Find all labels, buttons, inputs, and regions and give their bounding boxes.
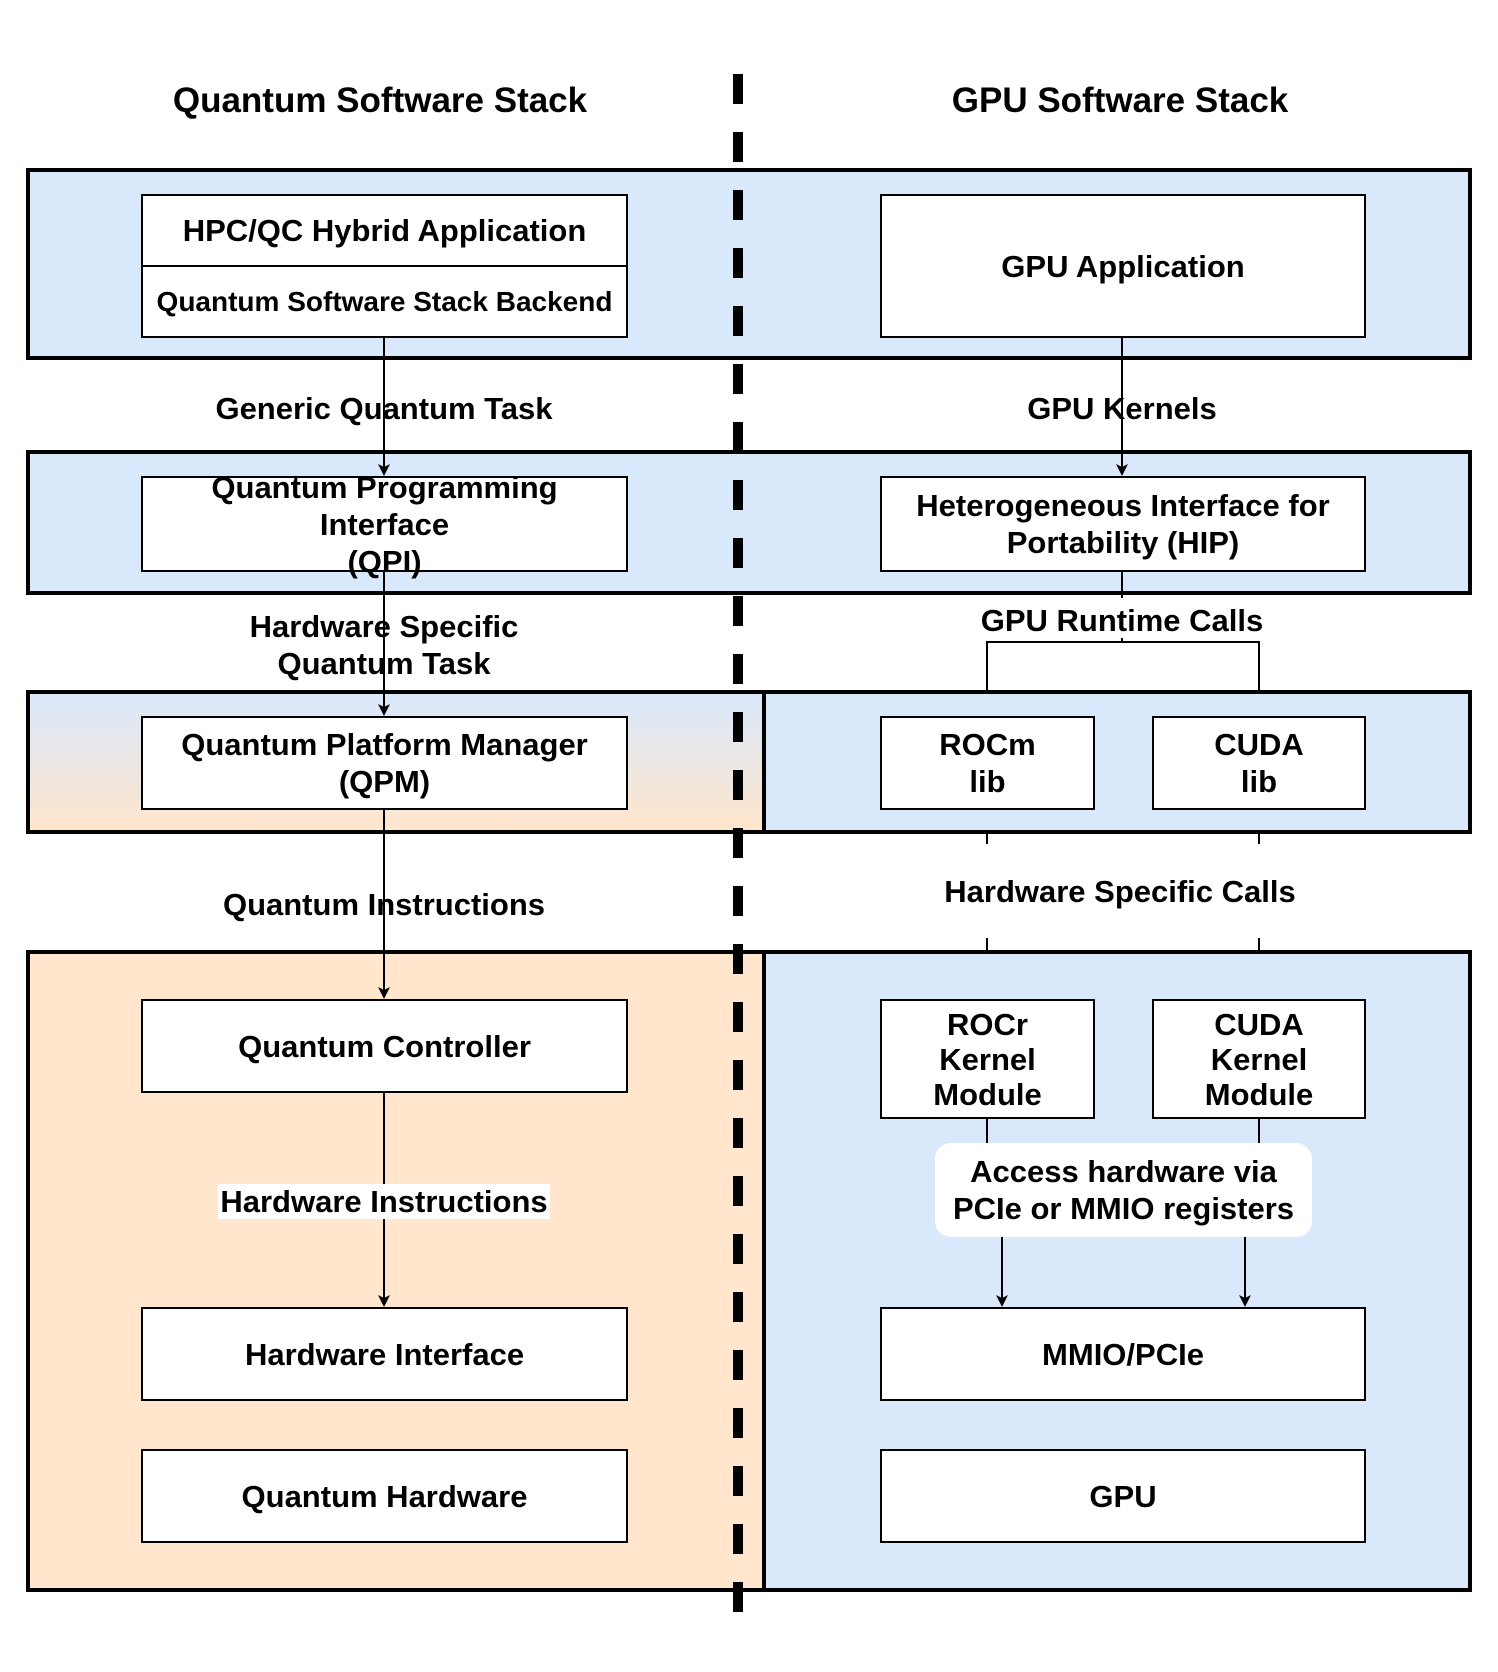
- rocm-lib-box: ROCm lib: [880, 716, 1095, 810]
- hardware-interface-box: Hardware Interface: [141, 1307, 628, 1401]
- hardware-instructions-label: Hardware Instructions: [218, 1184, 550, 1219]
- hardware-specific-task-label: Hardware Specific Quantum Task: [249, 609, 519, 681]
- quantum-controller-box: Quantum Controller: [141, 999, 628, 1093]
- qpi-box: Quantum Programming Interface (QPI): [141, 470, 628, 579]
- rocr-kernel-module-box: ROCr Kernel Module: [880, 999, 1095, 1119]
- gpu-application-box: GPU Application: [880, 194, 1366, 338]
- hip-box: Heterogeneous Interface for Portability …: [880, 476, 1366, 572]
- mmio-pcie-box: MMIO/PCIe: [880, 1307, 1366, 1401]
- hybrid-application-box: HPC/QC Hybrid Application: [141, 194, 628, 267]
- hardware-specific-calls-label: Hardware Specific Calls: [944, 874, 1296, 909]
- cuda-lib-box: CUDA lib: [1152, 716, 1366, 810]
- access-hardware-note: Access hardware via PCIe or MMIO registe…: [935, 1143, 1312, 1237]
- quantum-instructions-label: Quantum Instructions: [222, 887, 546, 922]
- qpm-box: Quantum Platform Manager (QPM): [141, 716, 628, 810]
- quantum-stack-title: Quantum Software Stack: [172, 81, 588, 120]
- cuda-kernel-module-box: CUDA Kernel Module: [1152, 999, 1366, 1119]
- gpu-kernels-label: GPU Kernels: [1027, 391, 1217, 426]
- gpu-runtime-calls-label: GPU Runtime Calls: [980, 603, 1264, 638]
- generic-quantum-task-label: Generic Quantum Task: [215, 391, 553, 426]
- quantum-hardware-box: Quantum Hardware: [141, 1449, 628, 1543]
- gpu-hardware-box: GPU: [880, 1449, 1366, 1543]
- quantum-backend-box: Quantum Software Stack Backend: [141, 265, 628, 338]
- line-runtime-split: [986, 641, 1260, 690]
- gpu-stack-title: GPU Software Stack: [951, 81, 1289, 120]
